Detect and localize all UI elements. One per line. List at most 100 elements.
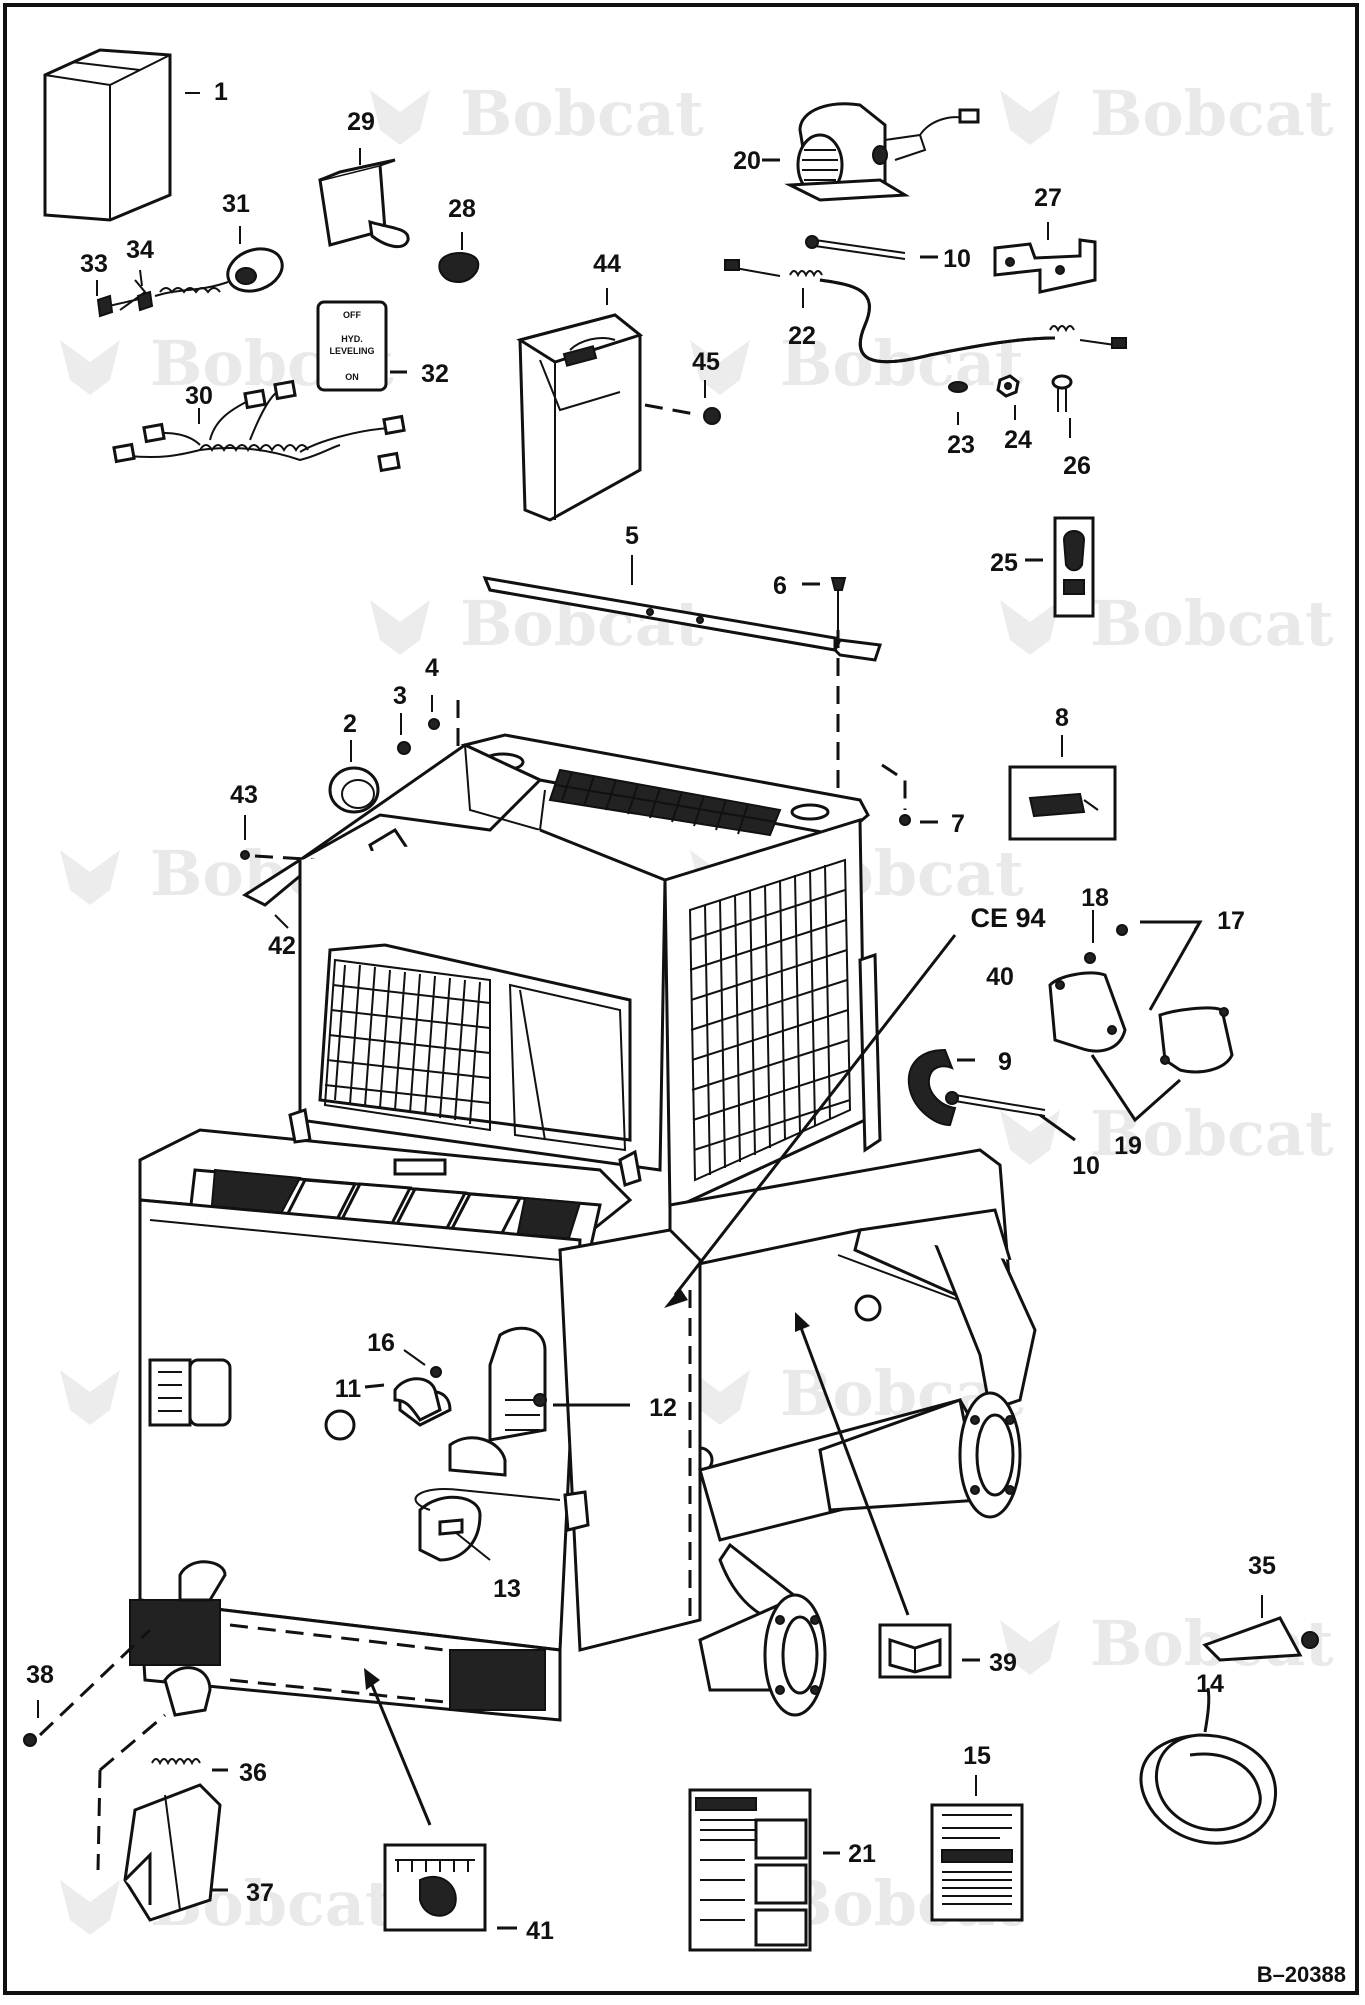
watermark: Bobcat bbox=[60, 1867, 394, 1940]
part-warning-decal bbox=[930, 1775, 1024, 1922]
part-backup-alarm bbox=[762, 102, 980, 202]
callout-19: 19 bbox=[1114, 1132, 1142, 1160]
callout-3: 3 bbox=[393, 682, 407, 710]
callout-40: 40 bbox=[986, 963, 1014, 991]
callout-11: 11 bbox=[335, 1375, 362, 1403]
part-grease-tube bbox=[1202, 1595, 1319, 1662]
callout-35: 35 bbox=[1248, 1552, 1276, 1580]
callout-10-top: 10 bbox=[943, 245, 971, 273]
callout-20: 20 bbox=[733, 147, 761, 175]
bobcat-logo-icon bbox=[370, 90, 430, 145]
part-grommet bbox=[328, 740, 380, 814]
callout-45: 45 bbox=[692, 348, 720, 376]
part-washer-3 bbox=[397, 713, 411, 755]
decal-hyd-label: HYD. bbox=[341, 334, 363, 344]
part-hose-guard bbox=[907, 1048, 975, 1127]
part-knob bbox=[438, 232, 480, 284]
callout-13: 13 bbox=[493, 1575, 521, 1603]
callout-14: 14 bbox=[1196, 1670, 1224, 1698]
loader-main-body bbox=[129, 733, 1037, 1722]
part-screw-7 bbox=[881, 763, 938, 826]
part-cable bbox=[724, 259, 1127, 364]
part-book-decal bbox=[795, 1312, 980, 1679]
callout-5: 5 bbox=[625, 522, 639, 550]
decal-leveling-label: LEVELING bbox=[329, 346, 374, 356]
part-nut-4 bbox=[428, 695, 460, 800]
part-bolt-side bbox=[945, 1091, 1076, 1142]
callout-2: 2 bbox=[343, 710, 357, 738]
bobcat-logo-icon bbox=[1000, 1110, 1060, 1165]
watermark: Bobcat bbox=[690, 327, 1024, 400]
bobcat-logo-icon bbox=[1000, 1620, 1060, 1675]
part-manual bbox=[688, 1788, 840, 1952]
part-cover-plate bbox=[482, 555, 883, 662]
part-guard bbox=[96, 1666, 228, 1922]
part-ce-arrow bbox=[664, 934, 957, 1308]
bobcat-logo-icon bbox=[370, 600, 430, 655]
bobcat-logo-icon bbox=[60, 850, 120, 905]
bobcat-logo-icon bbox=[1000, 600, 1060, 655]
callout-15: 15 bbox=[963, 1742, 991, 1770]
part-bolt bbox=[805, 235, 938, 260]
callout-4: 4 bbox=[425, 654, 439, 682]
callout-28: 28 bbox=[448, 195, 476, 223]
watermark-text: Bobcat bbox=[1090, 77, 1334, 150]
part-nut bbox=[996, 374, 1020, 420]
part-wiring-harness bbox=[112, 379, 406, 473]
callout-29: 29 bbox=[347, 108, 375, 136]
part-decal-41 bbox=[364, 1668, 517, 1932]
watermark: Bobcat bbox=[1000, 77, 1334, 150]
callout-18: 18 bbox=[1081, 884, 1109, 912]
ce-mark: CE 94 bbox=[970, 903, 1045, 933]
part-bracket bbox=[993, 222, 1097, 294]
callout-6: 6 bbox=[773, 572, 787, 600]
front-window-mesh bbox=[323, 958, 491, 1132]
bobcat-logo-icon bbox=[60, 1880, 120, 1935]
callout-33: 33 bbox=[80, 250, 108, 278]
callout-31: 31 bbox=[222, 190, 250, 218]
bobcat-logo-icon bbox=[60, 1370, 120, 1425]
decal-off-label: OFF bbox=[343, 310, 361, 320]
callout-27: 27 bbox=[1034, 184, 1062, 212]
callout-32: 32 bbox=[421, 360, 449, 388]
part-toggle-switch bbox=[318, 148, 410, 249]
callout-39: 39 bbox=[989, 1649, 1017, 1677]
watermark: Bobcat bbox=[1000, 1097, 1334, 1170]
callout-labels: 1 2 3 4 5 6 7 8 9 10 10 11 12 13 14 15 1… bbox=[26, 78, 1346, 1987]
bobcat-logo-icon bbox=[1000, 90, 1060, 145]
watermark: Bobcat bbox=[1000, 587, 1334, 660]
roof-vent-grid bbox=[548, 768, 782, 837]
part-box bbox=[43, 48, 200, 222]
callout-10-side: 10 bbox=[1072, 1152, 1100, 1180]
callout-7: 7 bbox=[951, 810, 965, 838]
part-covers bbox=[1048, 910, 1234, 1123]
part-console-box bbox=[516, 288, 644, 522]
callout-37: 37 bbox=[246, 1879, 274, 1907]
callout-34: 34 bbox=[126, 236, 154, 264]
part-spring bbox=[151, 1758, 228, 1772]
part-coil-connector bbox=[96, 226, 284, 318]
bobcat-logo-icon bbox=[690, 1370, 750, 1425]
part-screw-6 bbox=[802, 577, 847, 810]
part-decal-vertical bbox=[1025, 516, 1095, 618]
watermark-text: Bobcat bbox=[460, 77, 704, 150]
callout-1: 1 bbox=[214, 78, 228, 106]
part-switch-decal: OFF HYD. LEVELING ON bbox=[316, 300, 407, 392]
callout-43: 43 bbox=[230, 781, 258, 809]
part-washer bbox=[948, 381, 968, 425]
callout-42: 42 bbox=[268, 932, 296, 960]
callout-24: 24 bbox=[1004, 426, 1032, 454]
part-decal-horizontal bbox=[1008, 735, 1117, 841]
callout-17: 17 bbox=[1217, 907, 1245, 935]
part-latch bbox=[414, 1488, 590, 1561]
reference-code: B–20388 bbox=[1257, 1962, 1346, 1987]
bobcat-logo-icon bbox=[60, 340, 120, 395]
part-carriage-bolt bbox=[1051, 374, 1073, 438]
callout-9: 9 bbox=[998, 1048, 1012, 1076]
watermark-text: Bobcat bbox=[780, 327, 1024, 400]
part-fastener-12 bbox=[533, 1393, 630, 1407]
diagram-border bbox=[3, 3, 1359, 1995]
callout-23: 23 bbox=[947, 431, 975, 459]
